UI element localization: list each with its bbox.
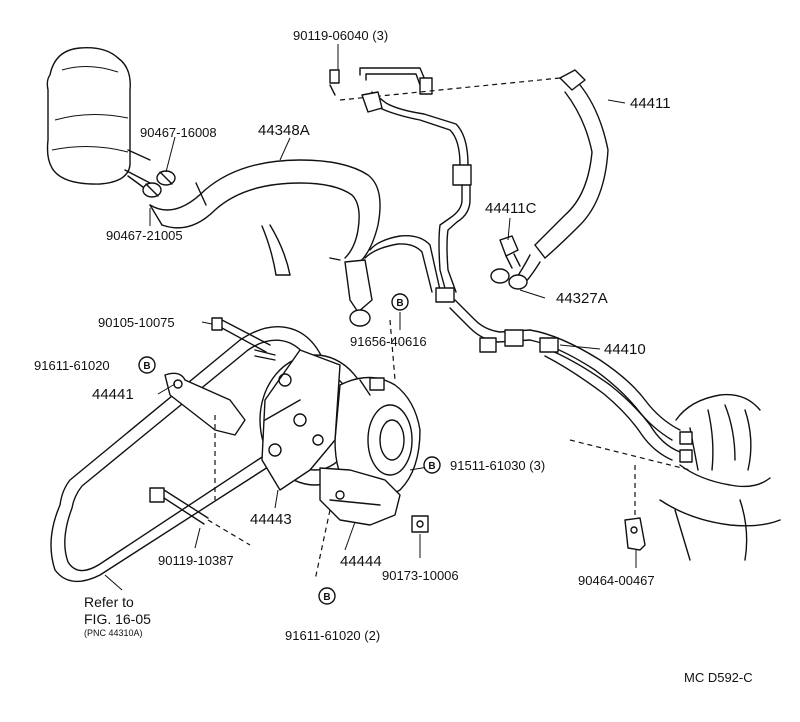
callout-91511-61030: 91511-61030 (3): [450, 458, 545, 473]
callout-44348A: 44348A: [258, 122, 310, 139]
reference-line-2: FIG. 16-05: [84, 611, 151, 627]
adjusting-bar: [164, 372, 246, 436]
pressure-tube-upper: [329, 67, 561, 293]
bolt-90105-10075: [211, 317, 271, 353]
reference-line-3: (PNC 44310A): [84, 628, 143, 638]
callout-90119-06040: 90119-06040 (3): [293, 28, 388, 43]
callout-90173-10006: 90173-10006: [382, 568, 459, 583]
callout-44443: 44443: [250, 511, 292, 528]
callout-91611-61020: 91611-61020: [34, 358, 110, 373]
svg-text:B: B: [323, 592, 330, 603]
svg-text:B: B: [143, 361, 150, 372]
gasket-44327A: [490, 268, 528, 290]
callout-44411: 44411: [630, 95, 671, 112]
pressure-hose-44411: [514, 69, 609, 287]
callout-44411C: 44411C: [485, 200, 537, 217]
svg-text:B: B: [428, 461, 435, 472]
callout-90464-00467: 90464-00467: [578, 573, 655, 588]
callout-44444: 44444: [340, 553, 382, 570]
hose-clamp-upper: [156, 170, 176, 186]
callout-44441: 44441: [92, 386, 134, 403]
callout-90105-10075: 90105-10075: [98, 315, 175, 330]
return-tube-44410: [364, 235, 681, 461]
hose-clamp-lower: [142, 182, 162, 198]
steering-gear-housing: [569, 393, 781, 561]
nut-90173-10006: [411, 515, 429, 533]
bolt-91611-61020: [254, 349, 276, 361]
assembly-guide-lines: [214, 319, 396, 581]
circle-b-marker-3: B: [423, 456, 441, 474]
callout-44410: 44410: [604, 341, 646, 358]
bolt-90119-10387: [149, 487, 251, 546]
callout-90467-16008: 90467-16008: [140, 125, 217, 140]
drawing-code: MC D592-C: [684, 670, 753, 685]
callout-91611-61020-2: 91611-61020 (2): [285, 628, 380, 643]
reference-line-1: Refer to: [84, 594, 134, 610]
callout-90467-21005: 90467-21005: [106, 228, 183, 243]
svg-text:B: B: [396, 298, 403, 309]
bracket-90464-00467: [624, 465, 646, 551]
pump-lower-bracket-44444: [319, 467, 401, 526]
suction-hose-44348A: [149, 159, 381, 276]
reservoir-tank: [46, 47, 151, 191]
callout-44327A: 44327A: [556, 290, 608, 307]
callout-91656-40616: 91656-40616: [350, 334, 427, 349]
circle-b-marker-1: B: [391, 293, 409, 311]
callout-90119-10387: 90119-10387: [158, 553, 234, 568]
circle-b-marker-4: B: [318, 587, 336, 605]
union-bolt-44411C: [499, 235, 521, 269]
pump-body: [329, 257, 421, 499]
pump-bracket-44443: [261, 349, 341, 491]
circle-b-marker-2: B: [138, 356, 156, 374]
